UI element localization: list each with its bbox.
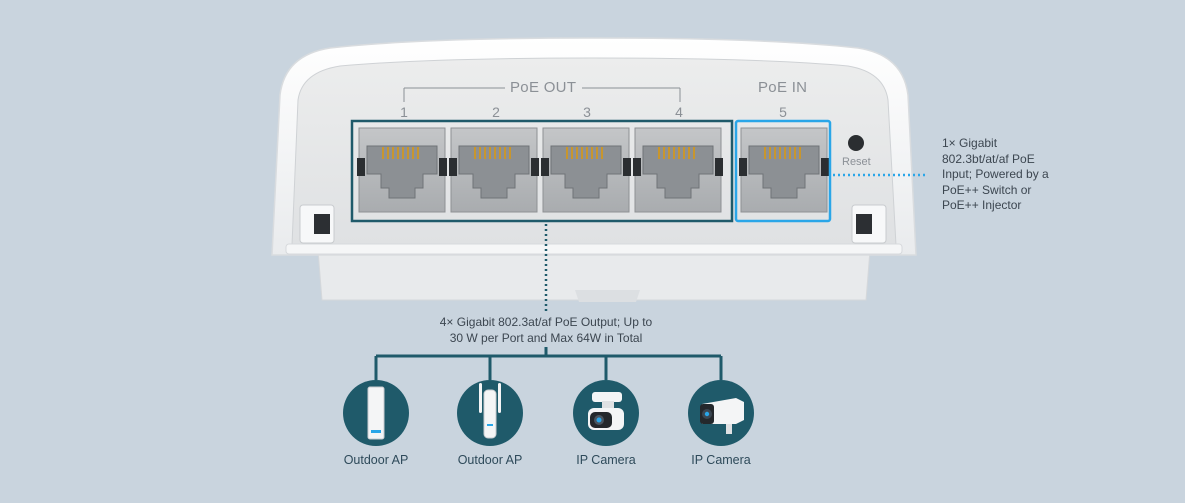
rj45-port-4 — [633, 127, 723, 213]
device-name-outdoor-ap-2: Outdoor AP — [457, 453, 523, 467]
ptz-camera-icon — [573, 380, 639, 446]
rj45-port-1 — [357, 127, 447, 213]
poe-in-label: PoE IN — [758, 79, 808, 96]
rj45-port-2 — [449, 127, 539, 213]
poe-out-frame — [350, 119, 734, 223]
poe-in-line: PoE++ Injector — [942, 198, 1022, 212]
port-number-2: 2 — [492, 104, 500, 120]
port-number-4: 4 — [675, 104, 683, 120]
poe-out-label: PoE OUT — [510, 79, 577, 96]
poe-in-description: 1× Gigabit 802.3bt/at/af PoE Input; Powe… — [942, 136, 1082, 214]
rj45-port-5 — [739, 127, 829, 213]
poe-out-line: 4× Gigabit 802.3at/af PoE Output; Up to — [439, 315, 653, 329]
outdoor-ap-antenna-icon — [457, 380, 523, 446]
outdoor-ap-icon — [343, 380, 409, 446]
rj45-port-3 — [541, 127, 631, 213]
poe-in-line: Input; Powered by a — [942, 167, 1049, 181]
device-name-outdoor-ap-1: Outdoor AP — [343, 453, 409, 467]
reset-label: Reset — [842, 156, 871, 168]
poe-out-bracket — [403, 87, 681, 102]
poe-in-frame — [734, 119, 832, 223]
device-name-ip-camera-2: IP Camera — [691, 453, 751, 467]
poe-in-line: 1× Gigabit — [942, 136, 998, 150]
poe-out-description: 4× Gigabit 802.3at/af PoE Output; Up to … — [416, 315, 676, 346]
rj45-ports — [357, 127, 829, 213]
bullet-camera-icon — [688, 380, 754, 446]
port-number-5: 5 — [779, 104, 787, 120]
port-number-3: 3 — [583, 104, 591, 120]
poe-out-line: 30 W per Port and Max 64W in Total — [449, 330, 643, 345]
port-number-1: 1 — [400, 104, 408, 120]
poe-in-line: 802.3bt/at/af PoE — [942, 151, 1035, 166]
distribution-tree — [374, 347, 723, 380]
poe-in-line: PoE++ Switch or — [942, 182, 1032, 197]
reset-button[interactable] — [848, 135, 864, 151]
device-name-ip-camera-1: IP Camera — [576, 453, 636, 467]
